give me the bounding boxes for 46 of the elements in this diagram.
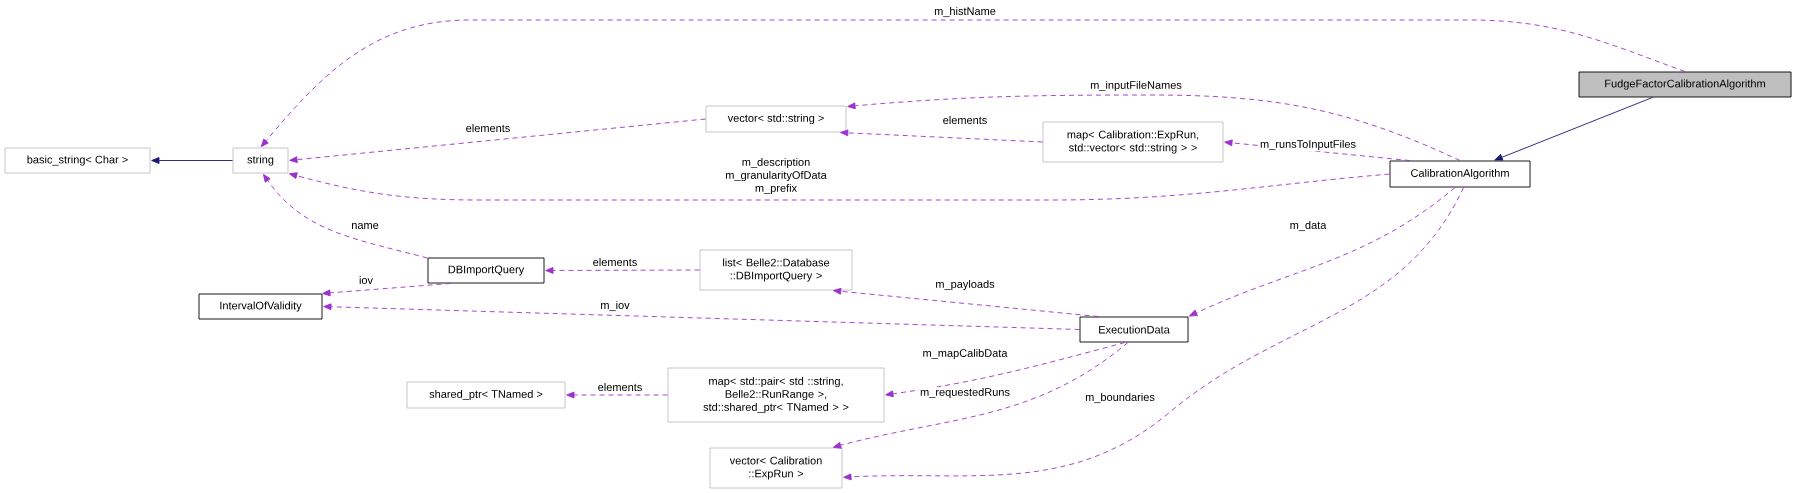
edge-label: m_mapCalibData bbox=[921, 347, 1009, 361]
arrow bbox=[323, 303, 1080, 330]
edge-label: m_data bbox=[1288, 219, 1328, 233]
class-box: CalibrationAlgorithm bbox=[1389, 160, 1531, 188]
arrow bbox=[1189, 187, 1456, 317]
arrow bbox=[840, 129, 1043, 143]
edge-label: m_runsToInputFiles bbox=[1259, 138, 1357, 152]
class-box: FudgeFactorCalibrationAlgorithm bbox=[1578, 71, 1792, 98]
arrow bbox=[260, 19, 1686, 148]
arrow bbox=[843, 187, 1465, 481]
class-box: shared_ptr< TNamed > bbox=[406, 381, 566, 409]
class-box: vector< std::string > bbox=[705, 105, 847, 133]
arrow bbox=[322, 283, 451, 297]
class-box: map< std::pair< std ::string, Belle2::RunRange >, std::shared_ptr< TNamed > > bbox=[667, 367, 885, 423]
arrow bbox=[263, 174, 428, 259]
edge-label: iov bbox=[358, 274, 375, 286]
arrow bbox=[1494, 97, 1653, 161]
edge-label: m_requestedRuns bbox=[919, 386, 1011, 400]
class-box: map< Calibration::ExpRun, std::vector< std::string > > bbox=[1042, 121, 1224, 163]
class-box: ExecutionData bbox=[1079, 316, 1189, 343]
edge-label: m_histName bbox=[933, 5, 997, 19]
edge-label: m_inputFileNames bbox=[1089, 79, 1183, 93]
edge-label: elements bbox=[596, 381, 644, 393]
arrow bbox=[847, 94, 1461, 161]
class-box: list< Belle2::Database ::DBImportQuery > bbox=[699, 249, 853, 291]
arrow bbox=[832, 342, 1129, 449]
arrow bbox=[545, 267, 700, 274]
arrow bbox=[833, 287, 1099, 317]
class-box: DBImportQuery bbox=[427, 257, 545, 284]
edge-label: m_payloads bbox=[934, 278, 996, 292]
edge-label: elements bbox=[591, 256, 639, 268]
arrow bbox=[289, 118, 706, 164]
edge-label: m_boundaries bbox=[1084, 391, 1156, 405]
arrow bbox=[566, 391, 668, 399]
edge-label: elements bbox=[464, 122, 512, 134]
arrow bbox=[151, 157, 233, 164]
arrow bbox=[289, 172, 1390, 201]
edge-label: m_description m_granularityOfData m_prefix bbox=[715, 156, 837, 196]
edge-label: name bbox=[350, 222, 380, 230]
edge-label: m_iov bbox=[599, 299, 631, 313]
edge-label: elements bbox=[941, 114, 989, 126]
class-box: basic_string< Char > bbox=[4, 147, 151, 174]
class-box: string bbox=[232, 147, 289, 174]
class-box: vector< Calibration ::ExpRun > bbox=[709, 447, 843, 489]
class-box: IntervalOfValidity bbox=[198, 293, 323, 320]
arrow bbox=[885, 342, 1126, 398]
